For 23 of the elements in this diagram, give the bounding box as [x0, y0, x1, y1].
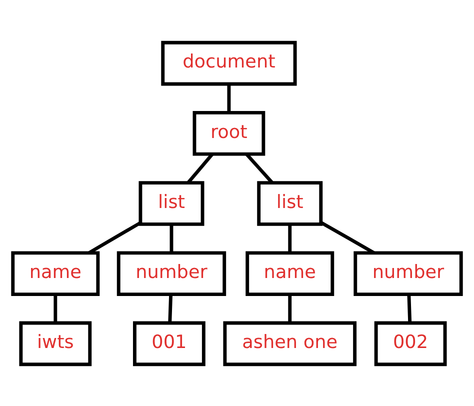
node-box: name — [246, 250, 334, 296]
connector — [288, 224, 292, 252]
connector — [227, 84, 231, 112]
connector — [168, 294, 173, 322]
connector — [88, 220, 142, 254]
node-box: 002 — [374, 320, 447, 366]
connector — [245, 152, 274, 184]
connector — [170, 224, 174, 252]
connector — [407, 294, 412, 322]
node-box: root — [192, 110, 266, 156]
connector — [288, 294, 292, 322]
connector — [186, 152, 214, 184]
node-box: iwts — [19, 320, 92, 366]
node-box: number — [116, 250, 226, 296]
node-box: 001 — [132, 320, 206, 366]
connector — [54, 294, 58, 322]
connector — [320, 220, 375, 254]
node-box: list — [257, 180, 323, 226]
node-box: list — [138, 180, 204, 226]
node-box: ashen one — [223, 320, 357, 366]
node-box: number — [354, 250, 463, 296]
node-box: document — [161, 40, 297, 86]
node-box: name — [11, 250, 100, 296]
